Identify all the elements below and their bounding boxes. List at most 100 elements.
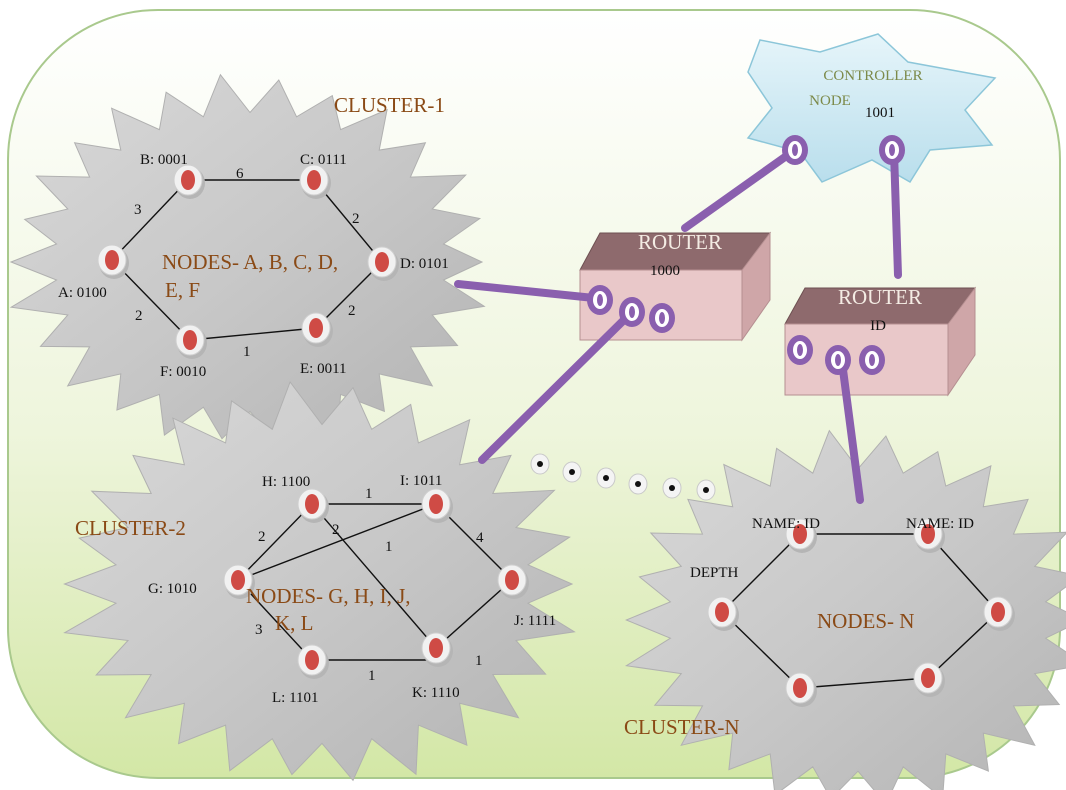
edge-n5n6 — [927, 611, 999, 679]
node-f — [175, 324, 207, 359]
node-g — [223, 564, 255, 599]
edge-hi-weight: 1 — [365, 486, 373, 502]
cluster-nodes — [97, 164, 1015, 707]
cluster-n-nodes: NODES- N — [817, 609, 914, 633]
node-g-label: G: 1010 — [148, 581, 197, 597]
edge-ab-weight: 3 — [134, 202, 142, 218]
node-n4 — [785, 672, 817, 707]
cluster-edges — [111, 179, 999, 689]
cluster-2-nodes-line1: NODES- G, H, I, J, — [246, 584, 411, 608]
node-f-core — [183, 330, 197, 350]
edge-hk-weight: 2 — [332, 522, 340, 538]
node-e-label: E: 0011 — [300, 361, 347, 377]
edge-gl-weight: 3 — [255, 622, 263, 638]
dot-2-center — [569, 469, 575, 475]
link-router2-clustern — [838, 358, 864, 504]
link-controller-router2 — [890, 148, 902, 279]
node-b-core — [181, 170, 195, 190]
edge-kj-weight: 1 — [475, 653, 483, 669]
controller-label-line1: CONTROLLER — [823, 68, 922, 84]
router-2-side — [947, 286, 976, 397]
dot-1-center — [537, 461, 543, 467]
links — [454, 148, 902, 504]
edge-n4n5 — [799, 677, 929, 689]
node-n2 — [913, 518, 945, 553]
dot-2 — [562, 461, 582, 483]
dot-4-center — [635, 481, 641, 487]
edge-ij-weight: 4 — [476, 530, 484, 546]
edge-fe — [189, 327, 317, 341]
router-1-title: ROUTER — [638, 230, 722, 254]
dot-3 — [596, 467, 616, 489]
node-j-core — [505, 570, 519, 590]
link-cluster1-router1 — [454, 280, 598, 302]
node-d-label: D: 0101 — [400, 256, 449, 272]
node-a-core — [105, 250, 119, 270]
edge-ab — [111, 179, 189, 261]
controller-node-shape — [746, 33, 997, 184]
node-h-core — [305, 494, 319, 514]
node-l — [297, 644, 329, 679]
port-r1-a-hole — [597, 294, 603, 306]
port-ctl-a — [782, 135, 808, 165]
node-l-core — [305, 650, 319, 670]
node-a — [97, 244, 129, 279]
router-1-id: 1000 — [650, 263, 680, 279]
ellipsis-dots — [530, 453, 716, 501]
cluster-2-nodes-line2: K, L — [275, 611, 314, 635]
node-n2-core — [921, 524, 935, 544]
router-2-id: ID — [870, 318, 886, 334]
router-2-title: ROUTER — [838, 285, 922, 309]
node-a-label: A: 0100 — [58, 285, 107, 301]
node-c-core — [307, 170, 321, 190]
edge-cd-weight: 2 — [352, 211, 360, 227]
depth-label: DEPTH — [690, 565, 739, 581]
controller-id: 1001 — [865, 105, 895, 121]
cluster-2-title: CLUSTER-2 — [75, 516, 186, 540]
edge-gi-weight: 1 — [385, 539, 393, 555]
edge-de-weight: 2 — [348, 303, 356, 319]
port-ctl-a-hole — [792, 144, 798, 156]
node-k-label: K: 1110 — [412, 685, 460, 701]
port-r1-a — [587, 285, 613, 315]
cluster-2-shape — [63, 380, 576, 782]
edge-gh-weight: 2 — [258, 529, 266, 545]
node-h-label: H: 1100 — [262, 474, 310, 490]
router-2: ROUTER ID — [784, 285, 976, 397]
port-ctl-b-hole — [889, 144, 895, 156]
port-r2-c — [859, 345, 885, 375]
dot-6-center — [703, 487, 709, 493]
edge-gi — [237, 503, 437, 581]
ports — [587, 135, 905, 375]
dot-1 — [530, 453, 550, 475]
edge-af-weight: 2 — [135, 308, 143, 324]
edge-gh — [237, 503, 313, 581]
node-f-label: F: 0010 — [160, 364, 206, 380]
node-n1-label: NAME: ID — [752, 516, 820, 532]
node-n2-label: NAME: ID — [906, 516, 974, 532]
node-b-label: B: 0001 — [140, 152, 188, 168]
node-n1-core — [793, 524, 807, 544]
dot-6 — [696, 479, 716, 501]
node-n3-core — [715, 602, 729, 622]
port-r1-c-hole — [659, 312, 665, 324]
dot-5 — [662, 477, 682, 499]
node-h — [297, 488, 329, 523]
node-n5-core — [921, 668, 935, 688]
cluster-n-shape — [624, 429, 1066, 790]
port-r1-c — [649, 303, 675, 333]
node-d — [367, 246, 399, 281]
link-router1-cluster2 — [478, 308, 636, 464]
edge-kj — [435, 579, 513, 649]
edge-fe-weight: 1 — [243, 344, 251, 360]
port-r1-b — [619, 297, 645, 327]
node-b — [173, 164, 205, 199]
node-j — [497, 564, 529, 599]
node-k-core — [429, 638, 443, 658]
node-n5 — [913, 662, 945, 697]
node-i-core — [429, 494, 443, 514]
router-1-side — [741, 231, 771, 342]
edge-bc-weight: 6 — [236, 166, 244, 182]
link-router1-controller — [681, 148, 796, 232]
node-e — [301, 312, 333, 347]
